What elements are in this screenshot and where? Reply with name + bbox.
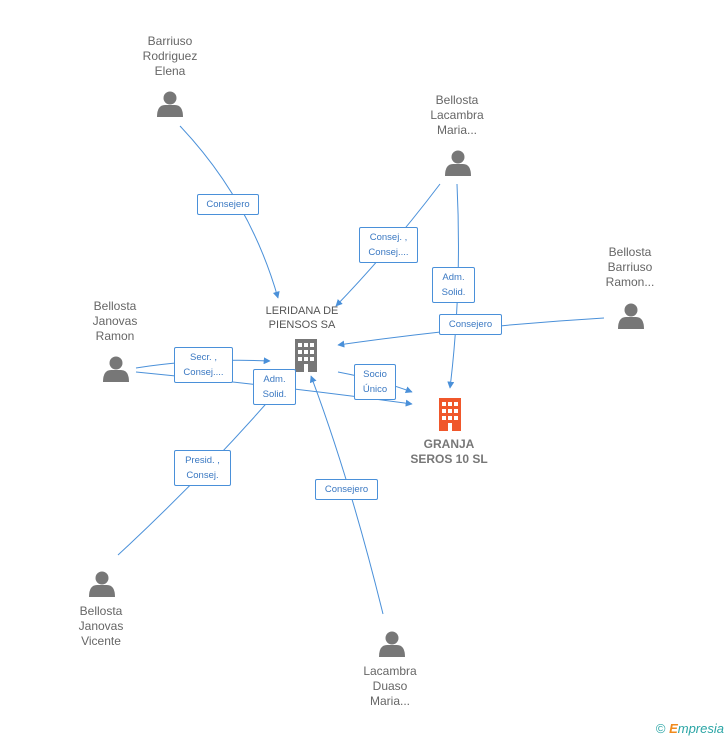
edge-label-socio-unico[interactable]: Socio Único bbox=[354, 364, 396, 400]
label-line: Barriuso bbox=[147, 34, 193, 48]
edge-label-consejero[interactable]: Consejero bbox=[197, 194, 259, 215]
edge-label-line: Presid. , bbox=[185, 455, 220, 466]
label-line: Bellosta bbox=[435, 93, 479, 107]
label-line: Bellosta bbox=[608, 245, 652, 259]
label-line: Rodriguez bbox=[142, 49, 198, 63]
edge-label-consejero[interactable]: Consejero bbox=[315, 479, 378, 500]
building-icon[interactable] bbox=[439, 398, 461, 431]
person-label-bellosta-lacambra-maria[interactable]: Bellosta Lacambra Maria... bbox=[430, 93, 483, 138]
brand-footer[interactable]: © Empresia bbox=[656, 721, 724, 736]
edge-label-line: Consej.... bbox=[368, 247, 409, 258]
person-label-lacambra-duaso-maria[interactable]: Lacambra Duaso Maria... bbox=[363, 664, 416, 709]
edge-label-line: Adm. bbox=[442, 272, 465, 283]
label-line: Ramon... bbox=[605, 275, 655, 289]
edge-label-adm-solid[interactable]: Adm. Solid. bbox=[432, 267, 475, 303]
edge-label-consej-consej[interactable]: Consej. , Consej.... bbox=[359, 227, 418, 263]
person-icon[interactable] bbox=[157, 91, 183, 118]
edge-label-line: Consej. bbox=[186, 470, 219, 481]
label-line: PIENSOS SA bbox=[268, 319, 336, 331]
label-line: Bellosta bbox=[93, 299, 137, 313]
person-label-bellosta-janovas-ramon[interactable]: Bellosta Janovas Ramon bbox=[93, 299, 138, 344]
label-line: Vicente bbox=[81, 634, 121, 648]
brand-logo-text: mpresia bbox=[677, 721, 724, 736]
label-line: Barriuso bbox=[607, 260, 653, 274]
label-line: Elena bbox=[154, 64, 186, 78]
person-icon[interactable] bbox=[89, 571, 115, 598]
label-line: LERIDANA DE bbox=[265, 305, 339, 317]
label-line: Janovas bbox=[78, 619, 124, 633]
label-line: Lacambra bbox=[363, 664, 417, 678]
label-line: Janovas bbox=[92, 314, 138, 328]
person-icon[interactable] bbox=[379, 631, 405, 658]
label-line: Maria... bbox=[436, 123, 477, 137]
person-icon[interactable] bbox=[103, 356, 129, 383]
edge-label-line: Socio bbox=[363, 369, 387, 380]
edge-label-consejero[interactable]: Consejero bbox=[439, 314, 502, 335]
edge-label-line: Solid. bbox=[262, 389, 287, 400]
label-line: GRANJA bbox=[423, 437, 475, 451]
label-line: Maria... bbox=[369, 694, 410, 708]
edge-label-line: Adm. bbox=[263, 374, 286, 385]
edge-label-presid-consej[interactable]: Presid. , Consej. bbox=[174, 450, 231, 486]
edge-label-line: Solid. bbox=[441, 287, 466, 298]
person-label-barriuso-rodriguez-elena[interactable]: Barriuso Rodriguez Elena bbox=[143, 34, 198, 79]
building-icon[interactable] bbox=[295, 339, 317, 372]
label-line: Lacambra bbox=[430, 108, 484, 122]
edge-label-adm-solid[interactable]: Adm. Solid. bbox=[253, 369, 296, 405]
person-label-bellosta-janovas-vicente[interactable]: Bellosta Janovas Vicente bbox=[79, 604, 124, 649]
person-icon[interactable] bbox=[618, 303, 644, 330]
person-label-bellosta-barriuso-ramon[interactable]: Bellosta Barriuso Ramon... bbox=[606, 245, 655, 290]
edge-label-line: Consejero bbox=[324, 484, 369, 495]
company-label-granja-seros[interactable]: GRANJA SEROS 10 SL bbox=[410, 437, 487, 467]
edge-label-line: Secr. , bbox=[190, 352, 217, 363]
edge-label-line: Consej.... bbox=[183, 367, 224, 378]
edge-label-line: Consejero bbox=[206, 199, 250, 210]
edge-label-line: Consejero bbox=[448, 319, 493, 330]
company-label-leridana-de-piensos[interactable]: LERIDANA DE PIENSOS SA bbox=[266, 304, 339, 332]
edge-label-line: Consej. , bbox=[369, 232, 408, 243]
label-line: Duaso bbox=[372, 679, 408, 693]
edge-label-line: Único bbox=[362, 384, 388, 395]
edge-label-secr-consej[interactable]: Secr. , Consej.... bbox=[174, 347, 233, 383]
label-line: Ramon bbox=[95, 329, 135, 343]
label-line: Bellosta bbox=[79, 604, 123, 618]
label-line: SEROS 10 SL bbox=[410, 452, 488, 466]
person-icon[interactable] bbox=[445, 150, 471, 177]
copyright-icon: © bbox=[655, 721, 666, 736]
brand-logo-e: E bbox=[669, 721, 678, 736]
